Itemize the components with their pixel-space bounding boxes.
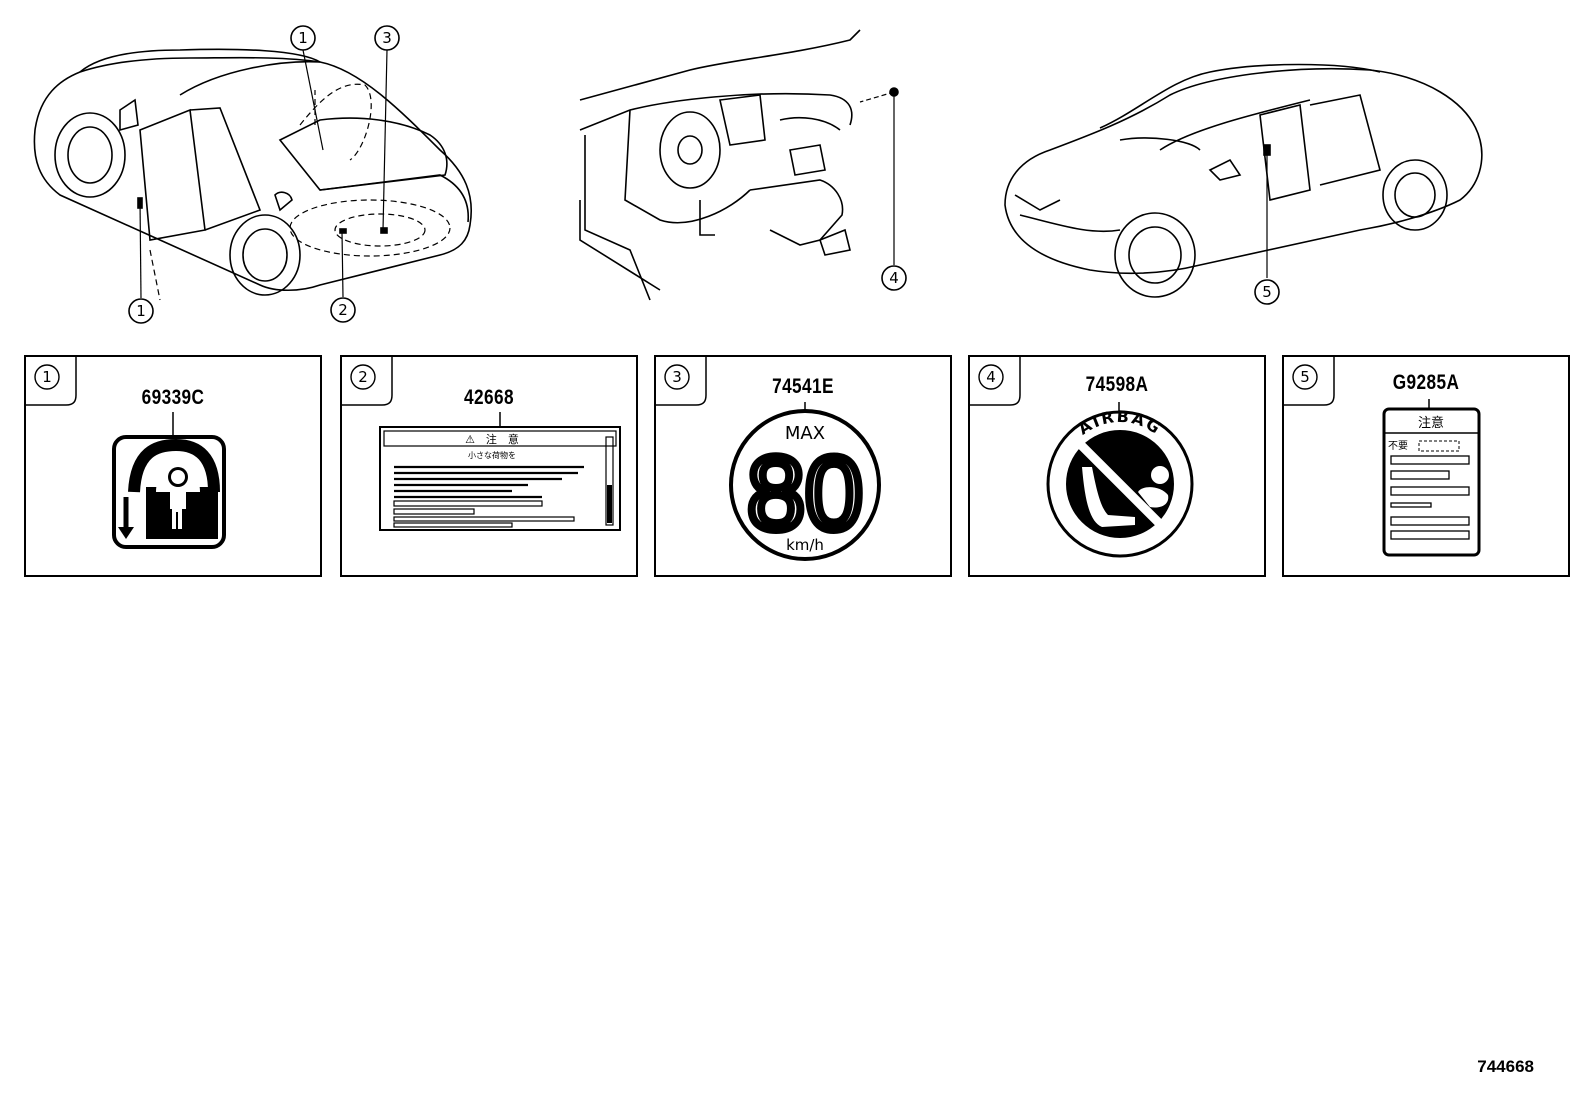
- caution-tag-label: 注意 不要: [1382, 399, 1481, 557]
- dashboard-outline: [579, 29, 861, 301]
- svg-text:MAX: MAX: [785, 423, 825, 444]
- part-number-G9285A: G9285A: [1392, 371, 1460, 394]
- svg-text:1: 1: [42, 368, 52, 386]
- svg-text:4: 4: [889, 269, 899, 287]
- callout-3: 3: [374, 25, 400, 51]
- svg-text:2: 2: [338, 301, 348, 319]
- car-front-body-outline: [1004, 63, 1483, 298]
- svg-text:小さな荷物を: 小さな荷物を: [468, 450, 516, 460]
- part-number-42668: 42668: [464, 386, 514, 409]
- svg-text:4: 4: [986, 368, 996, 386]
- dashboard-illustration: 4: [570, 0, 930, 310]
- label-index-5: 5: [1292, 364, 1318, 390]
- luggage-area-dashed: [149, 83, 451, 301]
- diagram-reference-code: 744668: [1477, 1057, 1534, 1076]
- part-number-69339C: 69339C: [141, 386, 205, 409]
- svg-text:5: 5: [1262, 283, 1272, 301]
- callout-1b: 1: [128, 298, 154, 324]
- callout-5: 5: [1254, 279, 1280, 305]
- svg-text:⚠ 注 意: ⚠ 注 意: [465, 432, 519, 446]
- label-panel-1: 1 69339C: [24, 355, 322, 577]
- no-child-seat-airbag-label: AIRBAG: [1046, 402, 1194, 558]
- car-rear-body-outline: [33, 48, 472, 296]
- label-index-3: 3: [664, 364, 690, 390]
- svg-text:1: 1: [136, 302, 146, 320]
- svg-text:km/h: km/h: [786, 536, 824, 554]
- leader-4: [859, 91, 895, 265]
- caution-label-42668: ⚠ 注 意 小さな荷物を: [379, 412, 621, 531]
- svg-text:3: 3: [382, 29, 392, 47]
- svg-text:2: 2: [358, 368, 368, 386]
- child-lock-symbol: [112, 412, 226, 549]
- rear-car-illustration: 1 3 1 2: [20, 0, 490, 340]
- label-index-2: 2: [350, 364, 376, 390]
- part-number-74598A: 74598A: [1085, 373, 1149, 396]
- label-panel-5: 5 G9285A 注意 不要: [1282, 355, 1570, 577]
- svg-text:3: 3: [672, 368, 682, 386]
- callout-leaders: [139, 49, 388, 299]
- label-panel-2: 2 42668 ⚠ 注 意 小さな荷物を: [340, 355, 638, 577]
- label-index-4: 4: [978, 364, 1004, 390]
- svg-text:1: 1: [298, 29, 308, 47]
- part-number-74541E: 74541E: [772, 375, 834, 398]
- svg-text:注意: 注意: [1418, 415, 1444, 431]
- label-panel-3: 3 74541E MAX 80 km/h: [654, 355, 952, 577]
- callout-4: 4: [881, 265, 907, 291]
- callout-1a: 1: [290, 25, 316, 51]
- max-speed-label: MAX 80 km/h: [729, 402, 881, 561]
- svg-text:80: 80: [747, 436, 863, 552]
- svg-text:5: 5: [1300, 368, 1310, 386]
- label-index-1: 1: [34, 364, 60, 390]
- front-car-illustration: 5: [1000, 0, 1500, 320]
- callout-2: 2: [330, 297, 356, 323]
- svg-text:不要: 不要: [1388, 440, 1408, 452]
- label-panel-4: 4 74598A AIRBAG: [968, 355, 1266, 577]
